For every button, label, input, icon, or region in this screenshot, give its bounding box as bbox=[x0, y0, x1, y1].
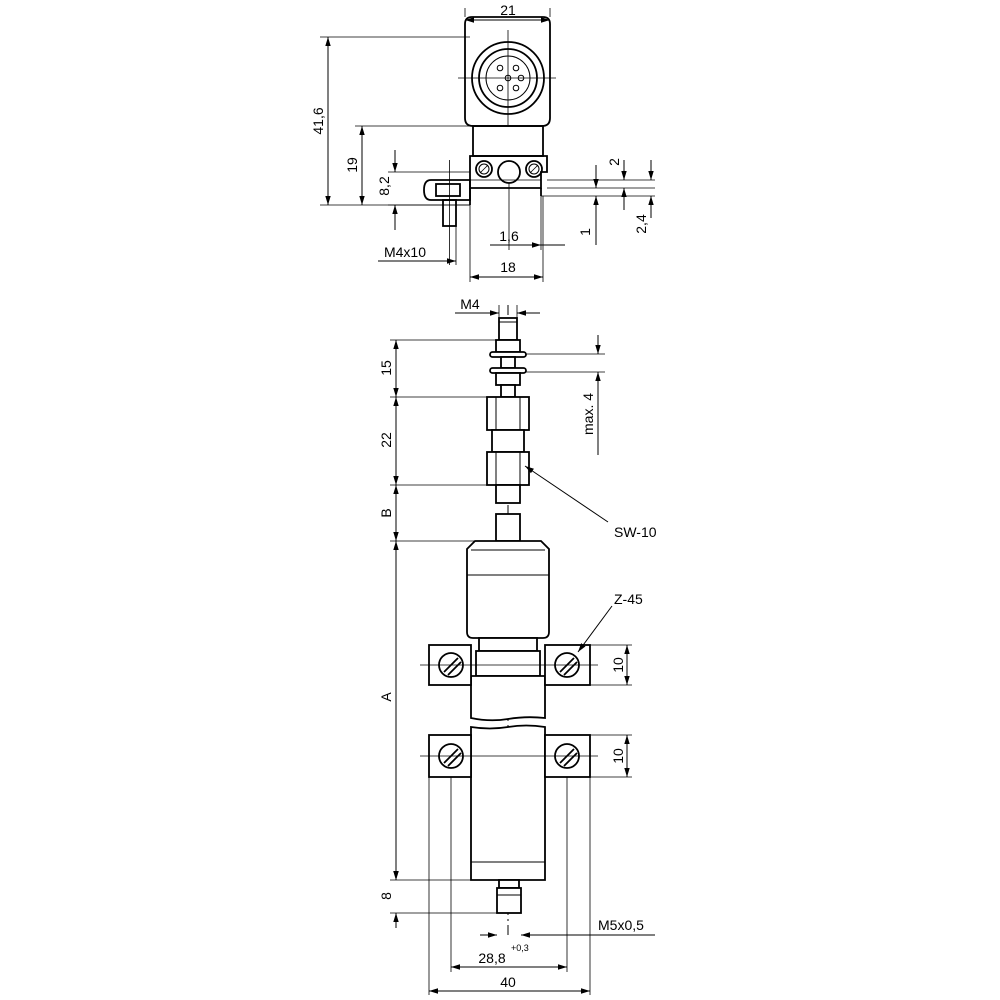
dim-body-height: 19 bbox=[344, 157, 360, 173]
clamp-upper bbox=[420, 644, 598, 686]
dim-total-height: 41,6 bbox=[310, 107, 326, 134]
sensor-tube-upper bbox=[470, 675, 546, 722]
sensor-neck bbox=[472, 125, 544, 157]
dim-len-8: 8 bbox=[378, 892, 394, 900]
sensor-collar-step bbox=[475, 650, 541, 677]
dim-thread-label: M4x10 bbox=[384, 244, 426, 260]
side-clamp bbox=[423, 179, 471, 201]
dim-offset: 1,6 bbox=[499, 228, 519, 244]
connector-pin bbox=[512, 64, 520, 72]
dim-total-width: 40 bbox=[500, 974, 516, 990]
label-wrench-size: SW-10 bbox=[614, 524, 657, 540]
dim-spacing-tolerance: +0,3 bbox=[511, 943, 529, 953]
hex-coupling-upper bbox=[486, 396, 530, 431]
sensor-tip-thread bbox=[496, 887, 522, 914]
connector-housing bbox=[464, 16, 551, 127]
sensor-tube-lower bbox=[470, 724, 546, 881]
dim-clamp-height-upper: 10 bbox=[610, 657, 626, 673]
screw-head-right bbox=[525, 160, 543, 178]
dim-width-bottom: 18 bbox=[500, 259, 516, 275]
nut-lower bbox=[495, 372, 521, 386]
threaded-shaft bbox=[500, 384, 516, 398]
plunger-rod-mid bbox=[495, 484, 521, 504]
sensor-collar bbox=[478, 637, 538, 652]
dim-spacing: 28,8 bbox=[478, 950, 505, 966]
plunger-rod-top bbox=[498, 317, 518, 341]
threaded-shaft bbox=[500, 356, 516, 369]
dim-len-a: A bbox=[378, 692, 394, 702]
sensor-tip bbox=[498, 879, 520, 889]
coupling-sleeve bbox=[491, 429, 525, 453]
dim-thread-bottom: M5x0,5 bbox=[598, 917, 644, 933]
dim-len-b: B bbox=[378, 508, 394, 517]
dim-clamp-height-lower: 10 bbox=[610, 748, 626, 764]
label-clamp: Z-45 bbox=[614, 591, 643, 607]
dim-width-top: 21 bbox=[500, 2, 516, 18]
connector-pin bbox=[496, 64, 504, 72]
sensor-cap bbox=[466, 540, 550, 639]
top-view: 21 41,6 19 8,2 2 2,4 1 1,6 bbox=[310, 2, 655, 282]
dim-len-22: 22 bbox=[378, 432, 394, 448]
plunger-rod-lower bbox=[495, 513, 521, 542]
nut-upper bbox=[495, 339, 521, 353]
connector-pin bbox=[512, 84, 520, 92]
dim-right-bottom: 2,4 bbox=[633, 214, 649, 234]
dim-thread-top: M4 bbox=[460, 296, 480, 312]
dim-max-4: max. 4 bbox=[580, 393, 596, 435]
dim-len-15: 15 bbox=[378, 360, 394, 376]
clamp-lower bbox=[420, 734, 598, 778]
screw-head-left bbox=[475, 160, 493, 178]
dim-right-one: 1 bbox=[577, 228, 593, 236]
side-view: M4 bbox=[378, 296, 657, 995]
dim-bracket-height: 8,2 bbox=[376, 176, 392, 196]
connector-pin bbox=[496, 84, 504, 92]
hex-coupling-lower bbox=[486, 451, 530, 486]
dim-right-gap: 2 bbox=[606, 158, 622, 166]
clamp-nut bbox=[435, 183, 461, 197]
